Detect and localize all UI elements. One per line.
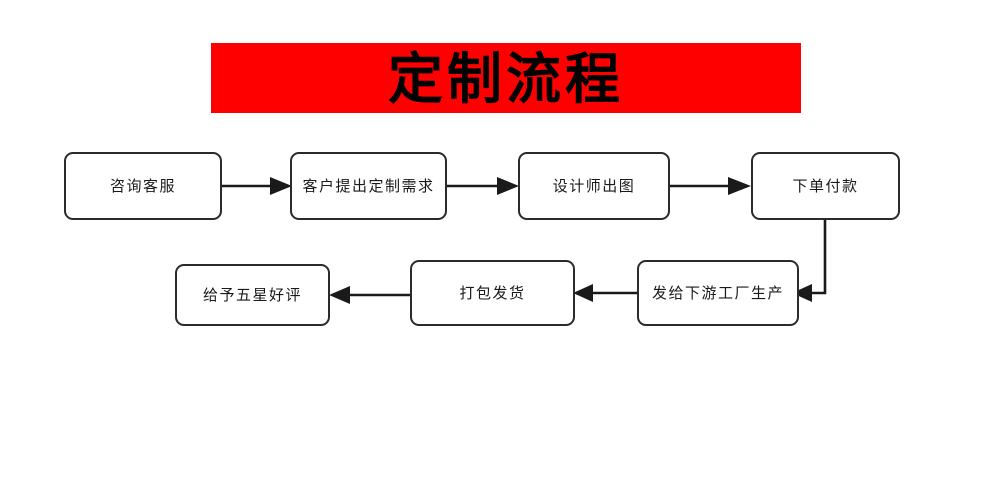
flow-node-request: 客户提出定制需求 [290,152,447,220]
arrow-request-to-design [445,177,519,195]
arrow-design-to-payment [668,177,751,195]
flow-node-label: 咨询客服 [109,176,176,195]
flow-node-label: 下单付款 [792,176,859,195]
flow-node-label: 打包发货 [459,283,526,302]
flow-node-factory: 发给下游工厂生产 [637,260,799,326]
page-title: 定制流程 [387,45,624,111]
flow-node-label: 设计师出图 [552,176,636,195]
flow-node-label: 发给下游工厂生产 [651,283,784,302]
flow-node-consult: 咨询客服 [64,152,222,220]
flow-node-payment: 下单付款 [751,152,900,220]
arrow-factory-to-shipping [573,284,639,302]
flow-node-design: 设计师出图 [518,152,670,220]
arrow-payment-to-factory [792,218,827,302]
arrow-consult-to-request [220,177,292,195]
flow-node-shipping: 打包发货 [410,260,575,326]
flow-node-review: 给予五星好评 [175,264,330,326]
flow-node-label: 给予五星好评 [202,285,302,304]
flow-node-label: 客户提出定制需求 [302,176,435,195]
title-banner: 定制流程 [211,43,801,113]
arrow-shipping-to-review [329,286,412,304]
